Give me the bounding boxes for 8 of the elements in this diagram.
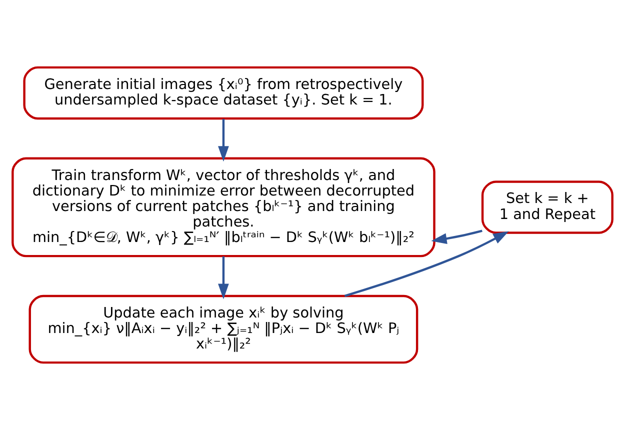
node-box: Update each image xᵢᵏ by solving min_{xᵢ} ν‖Aᵢxᵢ − yᵢ‖₂² + ∑ⱼ₌₁ᴺ ‖Pⱼxᵢ − Dᵏ Sᵧᵏ(Wᵏ Pⱼ xᵢᵏ⁻¹)‖₂²	[28, 294, 418, 364]
node-box: Generate initial images {xᵢ⁰} from retrospectively undersampled k-space dataset {yᵢ}. Set k = 1.	[23, 66, 424, 120]
arrow	[218, 256, 229, 300]
arrow	[344, 231, 509, 297]
arrow	[218, 118, 229, 162]
arrow	[431, 230, 482, 244]
node-box: Train transform Wᵏ, vector of thresholds γᵏ, and dictionary Dᵏ to minimize error between decorrupted versions of current patches {bₗᵏ⁻¹} and training patches. min_{Dᵏ∈𝒟, Wᵏ, γᵏ} ∑ₗ₌₁ᴺ′ ‖bₗᵗʳᵃⁱⁿ − Dᵏ Sᵧᵏ(Wᵏ bₗᵏ⁻¹)‖₂²	[12, 157, 436, 258]
node-box: Set k = k + 1 and Repeat	[481, 180, 614, 234]
